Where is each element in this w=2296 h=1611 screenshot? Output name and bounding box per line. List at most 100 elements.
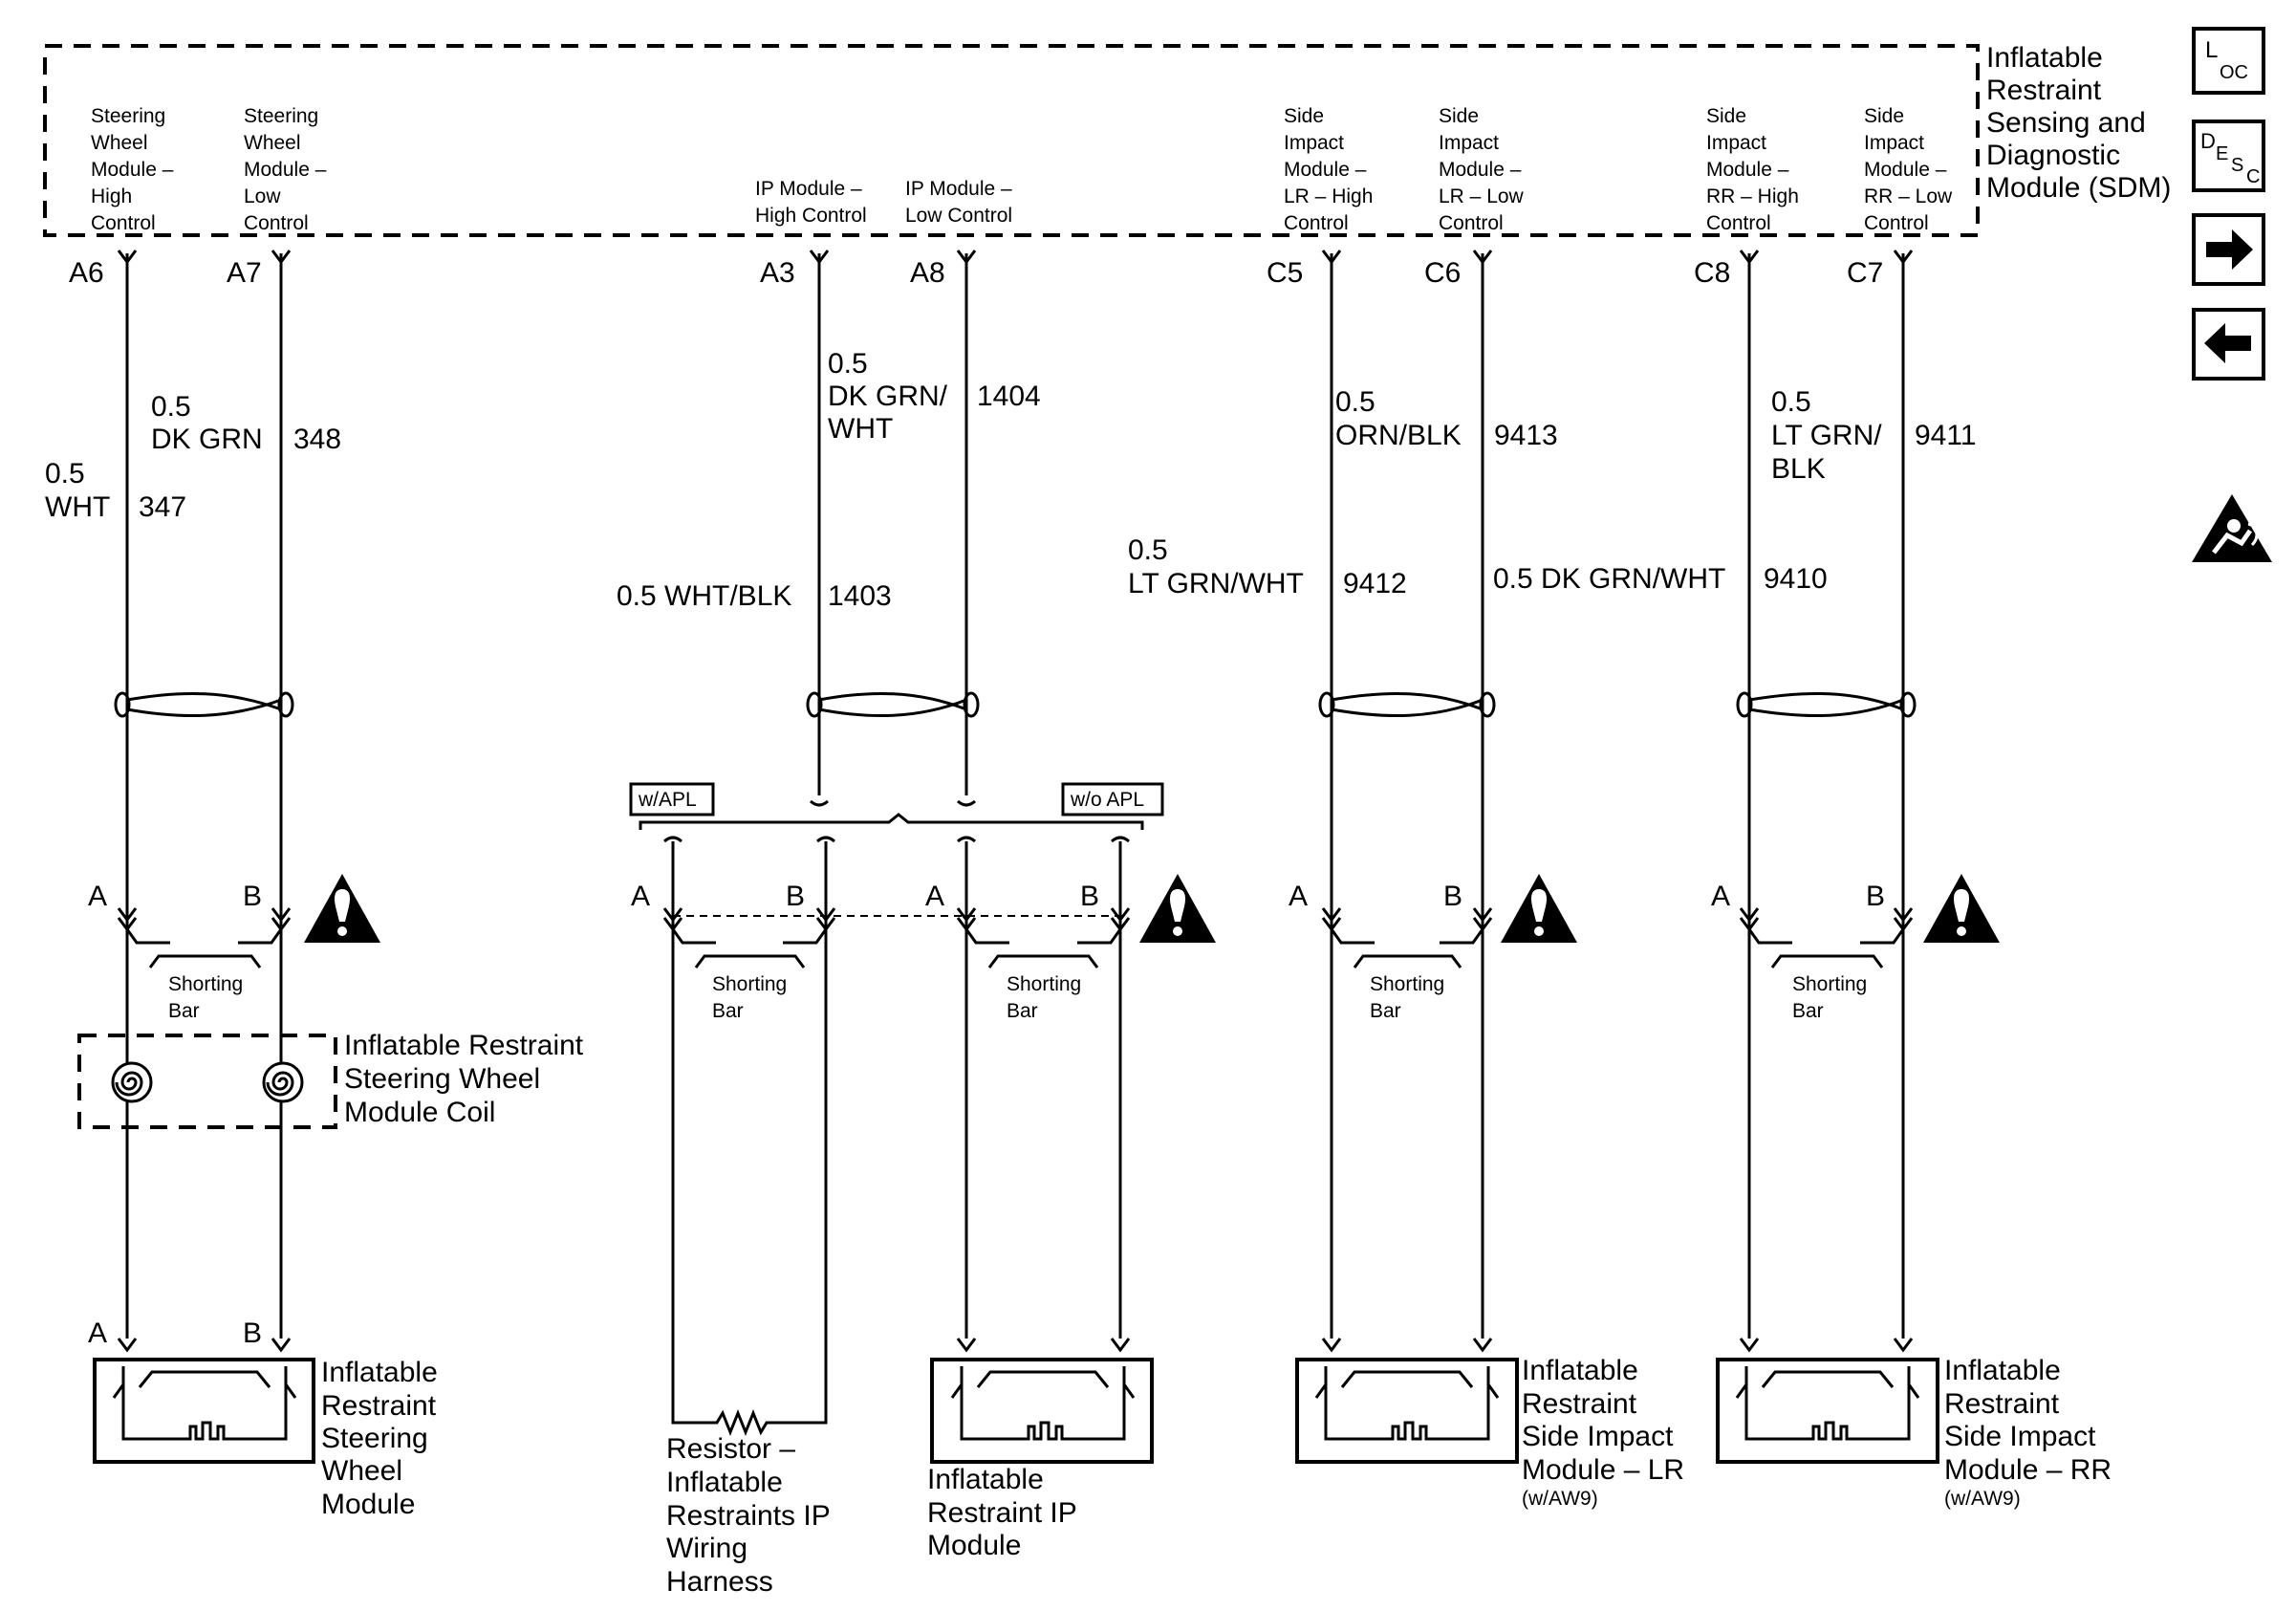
shorting-bar-label: Shorting Bar bbox=[1370, 973, 1450, 1022]
svg-text:E: E bbox=[2216, 143, 2228, 164]
shorting-bar-label: Shorting Bar bbox=[712, 973, 792, 1022]
wire-1404-circuit: 1404 bbox=[977, 381, 1041, 412]
wire-1403-circuit: 1403 bbox=[828, 580, 892, 612]
shorting-bar-label: Shorting Bar bbox=[168, 973, 249, 1022]
connector-side-rr: A B Shorting Bar bbox=[1711, 874, 2000, 1022]
sdm-title: Inflatable Restraint Sensing and Diagnos… bbox=[1986, 42, 2171, 204]
pin-c7: C7 bbox=[1847, 257, 1883, 289]
w-apl-label: w/APL bbox=[638, 789, 697, 811]
wire-9412-label: 0.5 LT GRN/WHT bbox=[1128, 534, 1304, 599]
pin-b-label: B bbox=[1080, 881, 1099, 912]
steering-module-label: Inflatable Restraint Steering Wheel Modu… bbox=[321, 1357, 445, 1520]
pin-b-label: B bbox=[1443, 881, 1462, 912]
side-lr-note: (w/AW9) bbox=[1522, 1488, 1598, 1510]
pin-a-label: A bbox=[1711, 881, 1730, 912]
wire-runs bbox=[125, 253, 1905, 1410]
warning-icon bbox=[304, 874, 380, 943]
svg-text:D: D bbox=[2200, 129, 2216, 153]
pin-b-label: B bbox=[243, 1317, 262, 1349]
pin-a8: A8 bbox=[910, 257, 945, 289]
wire-9410-circuit: 9410 bbox=[1764, 563, 1828, 595]
desc-button[interactable]: D E S C bbox=[2192, 120, 2265, 192]
wire-9413-circuit: 9413 bbox=[1494, 420, 1558, 451]
pin-a7: A7 bbox=[227, 257, 262, 289]
w-apl-box bbox=[629, 782, 715, 816]
pin-a6: A6 bbox=[69, 257, 104, 289]
pin-a-label: A bbox=[88, 1317, 107, 1349]
warning-icon bbox=[1139, 874, 1216, 943]
warning-icon bbox=[1501, 874, 1577, 943]
side-lr-module-box bbox=[1295, 1358, 1519, 1464]
sdm-pin-forks bbox=[117, 250, 1914, 265]
shorting-bar-label: Shorting Bar bbox=[1007, 973, 1087, 1022]
wire-348-label: 0.5 DK GRN bbox=[151, 391, 263, 455]
wire-9411-label: 0.5 LT GRN/ BLK bbox=[1771, 386, 1890, 485]
svg-text:S: S bbox=[2231, 155, 2243, 176]
pin-c6: C6 bbox=[1424, 257, 1461, 289]
prev-button[interactable] bbox=[2192, 308, 2265, 381]
svg-text:L: L bbox=[2205, 37, 2218, 63]
airbag-warning-icon bbox=[2192, 494, 2272, 562]
apl-option-brace bbox=[639, 799, 1144, 843]
resistor-icon bbox=[671, 1408, 828, 1437]
sdm-label-ip-high: IP Module – High Control bbox=[755, 178, 868, 227]
sdm-label-rr-high: Side Impact Module – RR – High Control bbox=[1706, 105, 1805, 234]
sdm-label-steering-low: Steering Wheel Module – Low Control bbox=[244, 105, 332, 234]
pin-a-label: A bbox=[631, 881, 650, 912]
side-lr-module-label: Inflatable Restraint Side Impact Module … bbox=[1522, 1355, 1684, 1486]
warning-icon bbox=[1923, 874, 2000, 943]
loc-button[interactable]: L OC bbox=[2192, 27, 2265, 95]
wire-9410-label: 0.5 DK GRN/WHT bbox=[1493, 563, 1725, 595]
airbag-module-icon bbox=[1314, 1364, 1500, 1441]
wo-apl-box bbox=[1061, 782, 1164, 816]
coil-spiral-icon bbox=[262, 1061, 304, 1103]
side-rr-note: (w/AW9) bbox=[1944, 1488, 2021, 1510]
wire-9412-circuit: 9412 bbox=[1343, 568, 1407, 599]
steering-module-box bbox=[93, 1358, 315, 1464]
pin-c8: C8 bbox=[1694, 257, 1730, 289]
coil-label: Inflatable Restraint Steering Wheel Modu… bbox=[344, 1030, 591, 1128]
pin-b-label: B bbox=[1866, 881, 1885, 912]
wire-9413-label: 0.5 ORN/BLK bbox=[1335, 386, 1462, 451]
next-button[interactable] bbox=[2192, 213, 2265, 286]
connector-ip: A B A B Shorting Bar Shorting Bar bbox=[631, 874, 1216, 1022]
sdm-label-steering-high: Steering Wheel Module – High Control bbox=[91, 105, 179, 234]
pin-a-label: A bbox=[925, 881, 944, 912]
sdm-label-rr-low: Side Impact Module – RR – Low Control bbox=[1864, 105, 1958, 234]
wire-348-circuit: 348 bbox=[293, 424, 341, 455]
sdm-label-ip-low: IP Module – Low Control bbox=[905, 178, 1018, 227]
wire-347-label: 0.5 WHT bbox=[45, 458, 110, 523]
ip-module-label: Inflatable Restraint IP Module bbox=[927, 1464, 1085, 1561]
pin-a-label: A bbox=[1289, 881, 1308, 912]
sdm-label-lr-low: Side Impact Module – LR – Low Control bbox=[1439, 105, 1529, 234]
svg-text:OC: OC bbox=[2220, 62, 2248, 83]
coil-dashed-box bbox=[77, 1034, 337, 1129]
wire-arrows bbox=[117, 1338, 1914, 1353]
arrow-right-icon bbox=[2206, 229, 2253, 270]
coil-spiral-icon bbox=[111, 1061, 153, 1103]
airbag-module-icon bbox=[950, 1364, 1136, 1441]
pin-c5: C5 bbox=[1267, 257, 1303, 289]
side-rr-module-box bbox=[1716, 1358, 1939, 1464]
sdm-label-lr-high: Side Impact Module – LR – High Control bbox=[1284, 105, 1378, 234]
side-rr-module-label: Inflatable Restraint Side Impact Module … bbox=[1944, 1355, 2112, 1486]
airbag-module-icon bbox=[112, 1364, 297, 1441]
arrow-left-icon bbox=[2204, 323, 2251, 363]
pin-a-label: A bbox=[88, 881, 107, 912]
airbag-module-icon bbox=[1735, 1364, 1920, 1441]
pin-a3: A3 bbox=[760, 257, 795, 289]
wire-9411-circuit: 9411 bbox=[1915, 420, 1977, 451]
wire-1403-label: 0.5 WHT/BLK bbox=[617, 580, 791, 612]
pin-b-label: B bbox=[243, 881, 262, 912]
pin-b-label: B bbox=[786, 881, 805, 912]
svg-text:C: C bbox=[2246, 166, 2260, 187]
shorting-bar-label: Shorting Bar bbox=[1792, 973, 1873, 1022]
wire-1404-label: 0.5 DK GRN/ WHT bbox=[828, 348, 955, 445]
wo-apl-label: w/o APL bbox=[1070, 789, 1144, 811]
twisted-pair-symbols bbox=[114, 691, 1917, 718]
connector-side-lr: A B Shorting Bar bbox=[1289, 874, 1577, 1022]
resistor-label: Resistor – Inflatable Restraints IP Wiri… bbox=[666, 1433, 838, 1598]
ip-module-box bbox=[930, 1358, 1154, 1464]
connector-steering: A B Shorting Bar bbox=[88, 874, 380, 1022]
